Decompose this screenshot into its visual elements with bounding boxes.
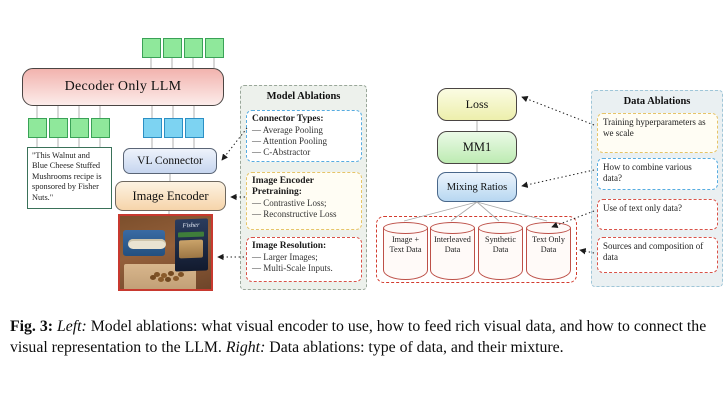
- model-ablations-panel: Model Ablations Connector Types: — Avera…: [240, 85, 367, 290]
- dataset-label: Synthetic Data: [485, 235, 516, 254]
- caption-right-text: Data ablations: type of data, and their …: [265, 339, 564, 357]
- cylinder-body: [478, 228, 523, 280]
- caption-left-label: Left:: [56, 318, 87, 335]
- ablation-item: — C-Abstractor: [252, 147, 311, 158]
- image-token: [164, 118, 183, 138]
- image-resolution-header: Image Resolution:: [252, 241, 327, 251]
- dataset-cylinder: Image + Text Data: [383, 222, 428, 280]
- image-encoder-label: Image Encoder: [132, 188, 209, 203]
- note-text: How to combine various data?: [603, 162, 692, 183]
- dataset-label: Image + Text Data: [389, 235, 422, 254]
- caption-text-box: "This Walnut and Blue Cheese Stuffed Mus…: [27, 147, 112, 209]
- output-token: [184, 38, 203, 58]
- sources-composition-note: Sources and composition of data: [597, 237, 718, 273]
- text-token: [28, 118, 47, 138]
- image-token: [185, 118, 204, 138]
- vl-connector-box: VL Connector: [123, 148, 217, 174]
- connector-types-header: Connector Types:: [252, 114, 324, 124]
- text-token: [91, 118, 110, 138]
- text-only-note: Use of text only data?: [597, 199, 718, 230]
- cylinder-top: [430, 222, 475, 234]
- caption-right-label: Right:: [225, 339, 266, 357]
- bag-nut-window: [179, 239, 203, 259]
- dataset-cylinder: Synthetic Data: [478, 222, 523, 280]
- bag-green-strip: [178, 231, 204, 238]
- cylinder-body: [383, 228, 428, 280]
- image-token: [143, 118, 162, 138]
- cylinder-body: [526, 228, 571, 280]
- cylinder-top: [478, 222, 523, 234]
- stuffed-mushrooms: [128, 239, 166, 249]
- figure-caption: Fig. 3: Left: Model ablations: what visu…: [10, 316, 719, 359]
- decoder-llm-label: Decoder Only LLM: [64, 79, 182, 94]
- dataset-group-box: Image + Text Data Interleaved Data Synth…: [376, 216, 577, 283]
- cylinder-body: [430, 228, 475, 280]
- dataset-cylinder: Interleaved Data: [430, 222, 475, 280]
- dataset-label: Text Only Data: [532, 235, 565, 254]
- combine-data-note: How to combine various data?: [597, 158, 718, 190]
- note-text: Training hyperparameters as we scale: [603, 117, 706, 138]
- loss-box: Loss: [437, 88, 517, 121]
- image-encoder-box: Image Encoder: [115, 181, 226, 211]
- model-ablations-title: Model Ablations: [266, 91, 341, 102]
- text-token: [70, 118, 89, 138]
- text-token: [49, 118, 68, 138]
- food-photo: Fisher: [118, 214, 213, 291]
- encoder-pretraining-header: Image Encoder Pretraining:: [252, 176, 314, 198]
- ablation-item: — Reconstructive Loss: [252, 209, 337, 220]
- data-ablations-title: Data Ablations: [623, 96, 691, 107]
- cylinder-top: [383, 222, 428, 234]
- ablation-item: — Multi-Scale Inputs.: [252, 263, 333, 274]
- mixing-ratios-label: Mixing Ratios: [446, 181, 508, 193]
- baking-dish: [123, 230, 166, 256]
- mixing-ratios-box: Mixing Ratios: [437, 172, 517, 202]
- output-token: [205, 38, 224, 58]
- ablation-item: — Attention Pooling: [252, 136, 328, 147]
- caption-text: "This Walnut and Blue Cheese Stuffed Mus…: [32, 151, 102, 202]
- dataset-cylinder: Text Only Data: [526, 222, 571, 280]
- cylinder-top: [526, 222, 571, 234]
- caption-left-text: Model ablations: what visual encoder to …: [10, 318, 707, 357]
- fisher-logo: Fisher: [182, 221, 200, 230]
- vl-connector-label: VL Connector: [137, 155, 203, 167]
- mm1-label: MM1: [462, 140, 492, 154]
- note-text: Use of text only data?: [603, 203, 682, 213]
- walnuts: [154, 272, 160, 277]
- output-token: [142, 38, 161, 58]
- ablation-item: — Average Pooling: [252, 125, 323, 136]
- note-text: Sources and composition of data: [603, 241, 704, 262]
- image-resolution-box: Image Resolution: — Larger Images; — Mul…: [246, 237, 362, 282]
- decoder-llm-box: Decoder Only LLM: [22, 68, 224, 106]
- connector-types-box: Connector Types: — Average Pooling — Att…: [246, 110, 362, 162]
- ablation-item: — Larger Images;: [252, 252, 318, 263]
- caption-fig-label: Fig. 3:: [10, 318, 53, 335]
- mm1-box: MM1: [437, 131, 517, 164]
- dataset-label: Interleaved Data: [434, 235, 471, 254]
- encoder-pretraining-box: Image Encoder Pretraining: — Contrastive…: [246, 172, 362, 230]
- loss-label: Loss: [465, 97, 489, 111]
- nuts-bag: Fisher: [175, 218, 208, 272]
- output-token: [163, 38, 182, 58]
- ablation-item: — Contrastive Loss;: [252, 198, 327, 209]
- data-ablations-panel: Data Ablations Training hyperparameters …: [591, 90, 723, 287]
- training-hyperparams-note: Training hyperparameters as we scale: [597, 113, 718, 153]
